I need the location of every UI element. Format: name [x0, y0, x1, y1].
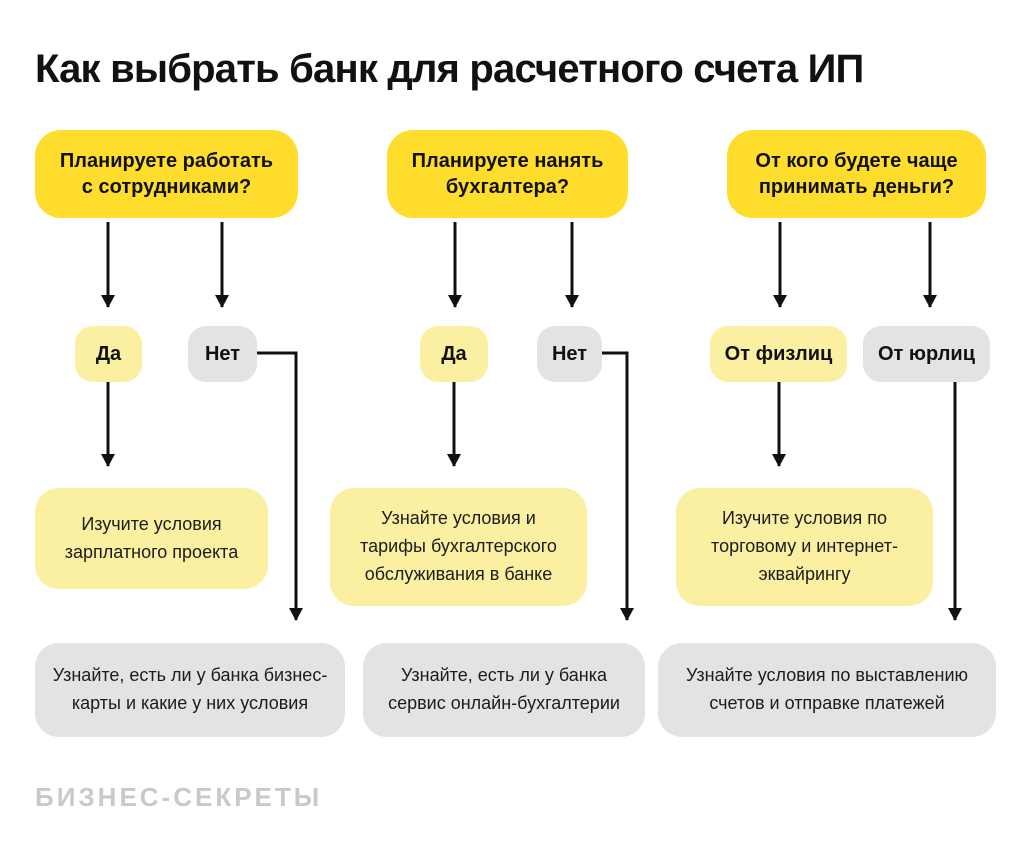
question-box-1: Планируете работать с сотрудниками?: [35, 130, 298, 218]
answer-chip-yes-2: Да: [420, 326, 488, 382]
question-box-3: От кого будете чаще принимать деньги?: [727, 130, 986, 218]
answer-chip-no-2: Нет: [537, 326, 602, 382]
answer-chip-no-1: Нет: [188, 326, 257, 382]
page-title: Как выбрать банк для расчетного счета ИП: [35, 47, 864, 91]
question-box-2: Планируете нанять бухгалтера?: [387, 130, 628, 218]
answer-chip-no-3: От юрлиц: [863, 326, 990, 382]
result-box-yes-2: Узнайте условия и тарифы бухгалтерского …: [330, 488, 587, 606]
arrow-no2-to-result: [602, 351, 634, 621]
result-box-no-2: Узнайте, есть ли у банка сервис онлайн-б…: [363, 643, 645, 737]
answer-chip-yes-3: От физлиц: [710, 326, 847, 382]
brand-logo: БИЗНЕС-СЕКРЕТЫ: [35, 782, 323, 812]
result-box-yes-3: Изучите условия по торговому и интернет-…: [676, 488, 933, 606]
arrow-no1-to-result: [257, 351, 303, 621]
result-box-no-1: Узнайте, есть ли у банка бизнес-карты и …: [35, 643, 345, 737]
result-box-yes-1: Изучите условия зарплатного проекта: [35, 488, 268, 589]
answer-chip-yes-1: Да: [75, 326, 142, 382]
result-box-no-3: Узнайте условия по выставлению счетов и …: [658, 643, 996, 737]
